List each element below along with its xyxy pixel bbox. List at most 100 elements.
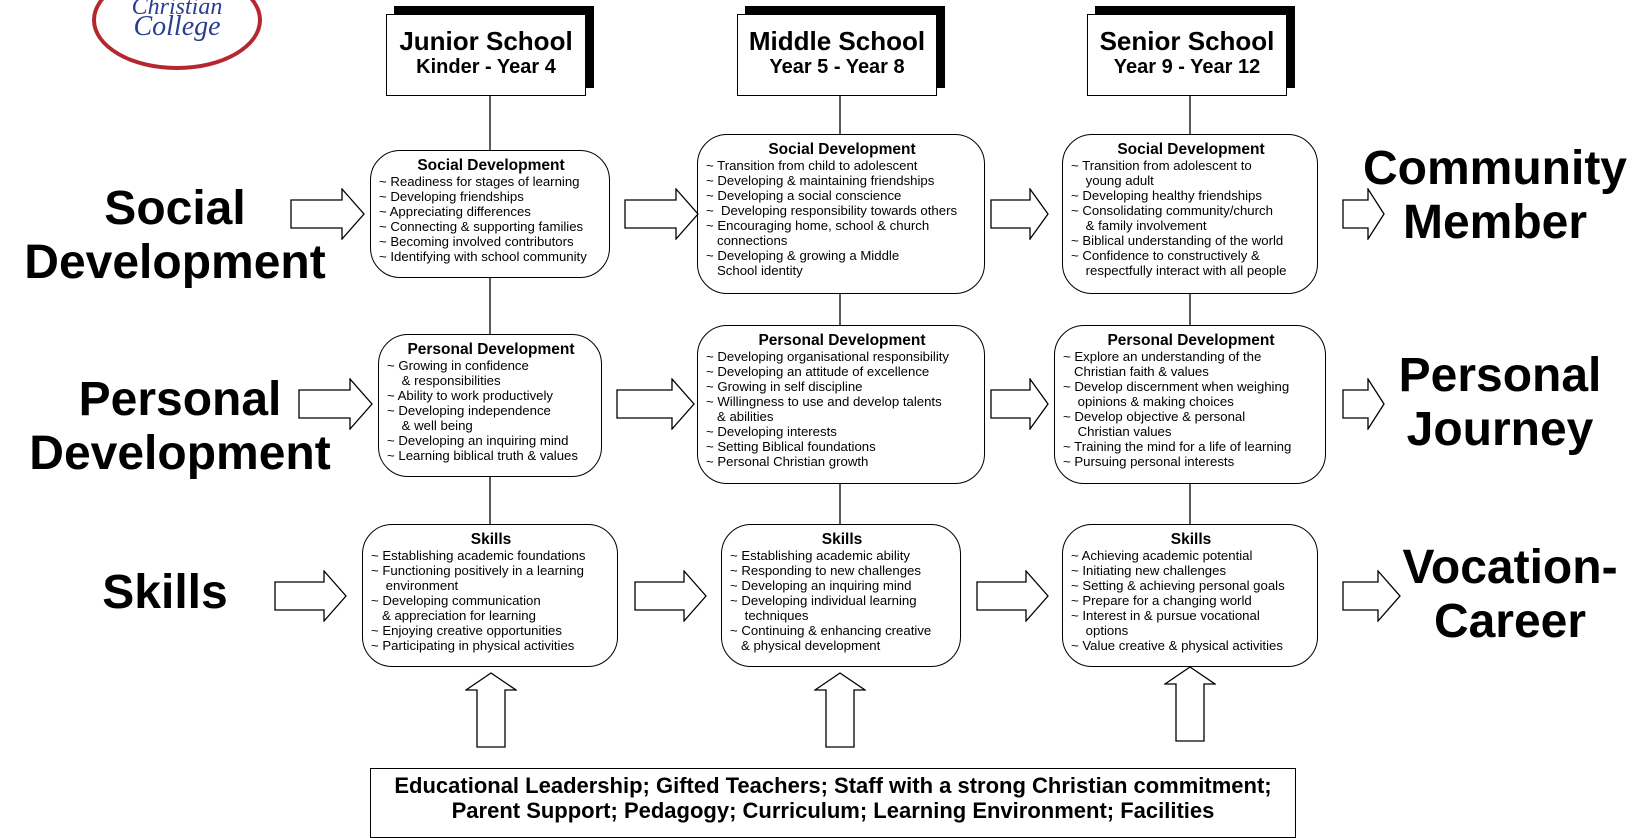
arrow-right-icon bbox=[976, 570, 1049, 622]
row-label-skills: Skills bbox=[60, 566, 270, 620]
arrow-right-icon bbox=[274, 570, 347, 622]
box-item: Christian faith & values bbox=[1063, 364, 1209, 379]
box-item: & appreciation for learning bbox=[371, 608, 536, 623]
box-item: ~ Participating in physical activities bbox=[371, 638, 575, 653]
box-item: techniques bbox=[730, 608, 809, 623]
outcome-line-1: Vocation- bbox=[1402, 541, 1618, 594]
outcome-community-member: Community Member bbox=[1350, 142, 1640, 250]
box-item: ~ Develop objective & personal bbox=[1063, 409, 1246, 424]
junior-social-development-box: Social Development ~ Readiness for stage… bbox=[370, 150, 610, 278]
middle-skills-box: Skills ~ Establishing academic ability ~… bbox=[721, 524, 961, 667]
junior-personal-development-box: Personal Development ~ Growing in confid… bbox=[378, 334, 602, 477]
arrow-right-icon bbox=[624, 188, 699, 240]
box-item: ~ Learning biblical truth & values bbox=[387, 448, 578, 463]
box-item: ~ Value creative & physical activities bbox=[1071, 638, 1283, 653]
box-item: options bbox=[1071, 623, 1129, 638]
box-item: ~ Establishing academic ability bbox=[730, 548, 910, 563]
box-item: ~ Developing friendships bbox=[379, 189, 524, 204]
box-item: ~ Ability to work productively bbox=[387, 388, 554, 403]
arrow-right-icon bbox=[634, 570, 707, 622]
box-item: ~ Continuing & enhancing creative bbox=[730, 623, 932, 638]
box-item: ~ Setting Biblical foundations bbox=[706, 439, 876, 454]
box-item: ~ Interest in & pursue vocational bbox=[1071, 608, 1260, 623]
box-title: Personal Development bbox=[758, 332, 926, 349]
arrow-right-icon bbox=[990, 188, 1049, 240]
box-title: Social Development bbox=[1117, 141, 1265, 158]
outcome-vocation-career: Vocation- Career bbox=[1380, 541, 1640, 649]
box-title: Skills bbox=[1170, 531, 1212, 548]
school-name: Junior School bbox=[399, 26, 573, 56]
box-item: ~ Developing an inquiring mind bbox=[387, 433, 569, 448]
arrow-right-icon bbox=[298, 378, 373, 430]
box-item: ~ Growing in confidence bbox=[387, 358, 529, 373]
box-item: ~ Developing independence bbox=[387, 403, 551, 418]
box-item: ~ Becoming involved contributors bbox=[379, 234, 574, 249]
junior-school-header: Junior School Kinder - Year 4 bbox=[386, 6, 594, 96]
box-item: ~ Developing individual learning bbox=[730, 593, 917, 608]
foundation-line-2: Parent Support; Pedagogy; Curriculum; Le… bbox=[451, 798, 1215, 823]
logo-line-2: College bbox=[133, 11, 221, 42]
arrow-right-icon bbox=[290, 188, 365, 240]
box-item: ~ Personal Christian growth bbox=[706, 454, 869, 469]
box-item: ~ Confidence to constructively & bbox=[1071, 248, 1260, 263]
box-title: Skills bbox=[470, 531, 512, 548]
senior-skills-box: Skills ~ Achieving academic potential ~ … bbox=[1062, 524, 1318, 667]
box-item: & family involvement bbox=[1071, 218, 1207, 233]
box-item: ~ Developing interests bbox=[706, 424, 837, 439]
arrow-right-icon bbox=[1342, 188, 1385, 240]
box-item: ~ Developing communication bbox=[371, 593, 541, 608]
box-title: Social Development bbox=[768, 141, 916, 158]
school-years: Year 5 - Year 8 bbox=[769, 56, 905, 78]
box-item: ~ Identifying with school community bbox=[379, 249, 587, 264]
outcome-line-2: Member bbox=[1402, 196, 1588, 249]
box-item: ~ Growing in self discipline bbox=[706, 379, 863, 394]
box-item: ~ Initiating new challenges bbox=[1071, 563, 1227, 578]
box-item: ~ Transition from child to adolescent bbox=[706, 158, 918, 173]
box-item: ~ Biblical understanding of the world bbox=[1071, 233, 1284, 248]
outcome-line-1: Community bbox=[1363, 142, 1627, 195]
box-item: connections bbox=[706, 233, 788, 248]
row-label-line-1: Social bbox=[104, 182, 246, 235]
box-item: ~ Developing responsibility towards othe… bbox=[706, 203, 958, 218]
school-name: Senior School bbox=[1099, 26, 1275, 56]
box-item: ~ Developing & maintaining friendships bbox=[706, 173, 935, 188]
arrow-right-icon bbox=[616, 378, 695, 430]
outcome-personal-journey: Personal Journey bbox=[1360, 349, 1640, 457]
box-item: ~ Developing organisational responsibili… bbox=[706, 349, 950, 364]
senior-school-header: Senior School Year 9 - Year 12 bbox=[1087, 6, 1295, 96]
box-item: School identity bbox=[706, 263, 803, 278]
box-item: ~ Developing healthy friendships bbox=[1071, 188, 1262, 203]
box-item: ~ Transition from adolescent to bbox=[1071, 158, 1252, 173]
box-item: ~ Responding to new challenges bbox=[730, 563, 921, 578]
box-item: ~ Willingness to use and develop talents bbox=[706, 394, 942, 409]
outcome-line-2: Career bbox=[1433, 595, 1587, 648]
school-years: Kinder - Year 4 bbox=[416, 56, 556, 78]
box-item: ~ Developing an inquiring mind bbox=[730, 578, 912, 593]
box-item: young adult bbox=[1071, 173, 1154, 188]
arrow-right-icon bbox=[1342, 378, 1385, 430]
box-title: Skills bbox=[821, 531, 863, 548]
row-label-social: Social Development bbox=[10, 182, 340, 290]
school-years: Year 9 - Year 12 bbox=[1113, 56, 1261, 78]
box-item: ~ Appreciating differences bbox=[379, 204, 531, 219]
box-item: ~ Enjoying creative opportunities bbox=[371, 623, 562, 638]
arrow-up-icon bbox=[1164, 666, 1216, 742]
box-item: ~ Readiness for stages of learning bbox=[379, 174, 580, 189]
middle-school-header: Middle School Year 5 - Year 8 bbox=[737, 6, 945, 96]
middle-personal-development-box: Personal Development ~ Developing organi… bbox=[697, 325, 985, 484]
row-label-line-2: Development bbox=[24, 236, 326, 289]
box-item: & responsibilities bbox=[387, 373, 501, 388]
school-name: Middle School bbox=[748, 26, 926, 56]
box-item: ~ Pursuing personal interests bbox=[1063, 454, 1235, 469]
arrow-up-icon bbox=[465, 672, 517, 748]
box-item: & well being bbox=[387, 418, 473, 433]
box-title: Social Development bbox=[417, 157, 565, 174]
outcome-line-2: Journey bbox=[1406, 403, 1594, 456]
box-item: environment bbox=[371, 578, 459, 593]
box-title: Personal Development bbox=[1107, 332, 1275, 349]
box-item: ~ Developing an attitude of excellence bbox=[706, 364, 930, 379]
junior-skills-box: Skills ~ Establishing academic foundatio… bbox=[362, 524, 618, 667]
arrow-right-icon bbox=[990, 378, 1049, 430]
row-label-line-1: Personal bbox=[78, 373, 282, 426]
